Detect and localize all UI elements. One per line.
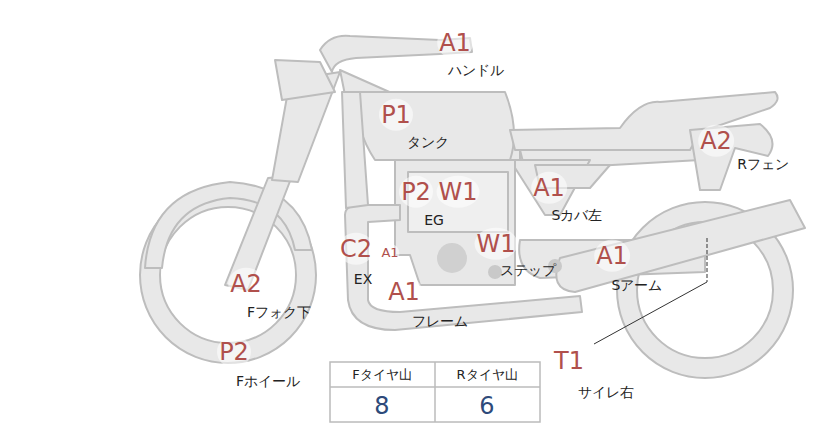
callout-code: W1	[437, 176, 480, 208]
part-name: Fフォク下	[247, 305, 311, 320]
part-name: Sアーム	[612, 278, 663, 293]
callout-code: A2	[698, 125, 734, 157]
part-name: Fホイール	[236, 374, 300, 389]
callout-code: A1	[594, 240, 630, 272]
table-value: 6	[479, 393, 494, 419]
callout-code: P2	[217, 336, 251, 368]
callout-code: C2	[338, 233, 374, 265]
part-name: ハンドル	[448, 63, 504, 78]
part-name: フレーム	[412, 314, 468, 329]
part-name: タンク	[407, 135, 449, 150]
callout-code: P2	[399, 176, 433, 208]
part-name: Sカバ左	[552, 208, 603, 223]
callout-code: A1	[437, 27, 473, 59]
callout-code: A1	[386, 276, 422, 308]
tire-table	[330, 362, 540, 422]
callout-code: A1	[531, 172, 567, 204]
part-name: ステップ	[500, 263, 556, 278]
part-name: Rフェン	[737, 157, 789, 172]
part-name: EG	[424, 213, 444, 228]
table-value: 8	[374, 393, 389, 419]
callout-code: T1	[552, 345, 586, 377]
callout-code: P1	[379, 99, 413, 131]
callout-code: W1	[475, 228, 518, 260]
callout-code: A1	[380, 244, 399, 262]
part-name: サイレ右	[578, 385, 634, 400]
table-header: Fタイヤ山	[352, 368, 411, 382]
callout-code: A2	[228, 268, 264, 300]
part-name: EX	[354, 272, 372, 287]
table-header: Rタイヤ山	[456, 368, 517, 382]
